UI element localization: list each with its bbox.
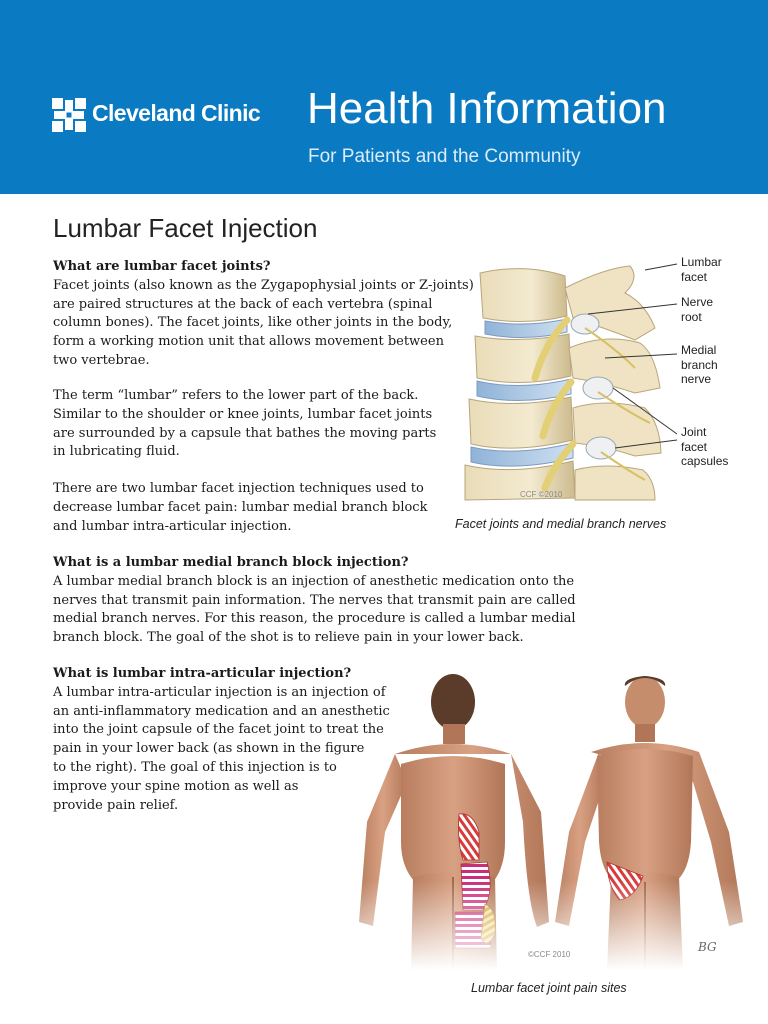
body-line: improve your spine motion as well as: [53, 778, 299, 794]
spine-illustration: [464, 263, 678, 501]
body-line: two vertebrae.: [53, 352, 150, 368]
cleveland-clinic-logo[interactable]: Cleveland Clinic: [52, 98, 292, 134]
section-medial-branch-block: What is a lumbar medial branch block inj…: [53, 554, 576, 648]
label-medial-branch-nerve: Medial branch nerve: [681, 343, 718, 387]
body-line: are paired structures at the back of eac…: [53, 296, 433, 312]
body-line: Similar to the shoulder or knee joints, …: [53, 406, 433, 422]
label-line: facet: [681, 439, 708, 454]
body-line: A lumbar medial branch block is an injec…: [53, 573, 575, 589]
label-joint-facet-capsules: Joint facet capsules: [681, 425, 728, 469]
body-line: and lumbar intra-articular injection.: [53, 518, 292, 534]
header-banner: Cleveland Clinic Health Information For …: [0, 0, 768, 194]
body-line: to the right). The goal of this injectio…: [53, 759, 337, 775]
section-intra-articular: What is lumbar intra-articular injection…: [53, 665, 390, 815]
body-line: There are two lumbar facet injection tec…: [53, 481, 424, 496]
label-lumbar-facet: Lumbar facet: [681, 255, 722, 284]
section-lumbar-term: The term “lumbar” refers to the lower pa…: [53, 387, 436, 462]
body-line: in lubricating fluid.: [53, 444, 180, 460]
figure2-copyright: ©CCF 2010: [528, 950, 571, 959]
figure2-caption: Lumbar facet joint pain sites: [471, 981, 627, 995]
body-line: into the joint capsule of the facet join…: [53, 722, 384, 738]
artist-signature: BG: [698, 940, 717, 954]
page-title: Lumbar Facet Injection: [53, 213, 318, 243]
body-line: column bones). The facet joints, like ot…: [53, 315, 453, 331]
section-heading: What is a lumbar medial branch block inj…: [53, 555, 409, 570]
label-line: nerve: [681, 372, 712, 386]
section-heading: What is lumbar intra-articular injection…: [53, 666, 352, 681]
body-line: The term “lumbar” refers to the lower pa…: [53, 388, 419, 403]
label-line: Joint: [681, 425, 707, 439]
body-line: provide pain relief.: [53, 797, 179, 813]
label-line: Medial: [681, 343, 717, 357]
figure1-caption: Facet joints and medial branch nerves: [455, 517, 667, 531]
body-line: are surrounded by a capsule that bathes …: [53, 425, 437, 441]
body-line: decrease lumbar facet pain: lumbar media…: [53, 499, 428, 515]
body-line: pain in your lower back (as shown in the…: [53, 741, 365, 757]
section-facet-joints: What are lumbar facet joints? Facet join…: [53, 258, 474, 371]
body-line: nerves that transmit pain information. T…: [53, 592, 576, 608]
label-line: root: [681, 309, 702, 324]
section-heading: What are lumbar facet joints?: [53, 259, 271, 274]
body-pain-sites-illustration: [355, 672, 745, 970]
body-line: an anti-inflammatory medication and an a…: [53, 703, 390, 719]
body-line: medial branch nerves. For this reason, t…: [53, 611, 576, 627]
header-title: Health Information: [307, 84, 667, 133]
label-line: branch: [681, 357, 718, 372]
body-line: branch block. The goal of the shot is to…: [53, 630, 524, 646]
brand-name: Cleveland Clinic: [92, 100, 261, 126]
cleveland-clinic-logo-icon: [52, 98, 86, 132]
label-nerve-root: Nerve root: [681, 295, 713, 324]
figure1-copyright: CCF ©2010: [520, 490, 563, 499]
body-line: form a working motion unit that allows m…: [53, 334, 444, 350]
header-subtitle: For Patients and the Community: [308, 146, 581, 167]
body-line: A lumbar intra-articular injection is an…: [53, 684, 386, 700]
label-line: facet: [681, 269, 708, 284]
label-line: Nerve: [681, 295, 714, 309]
section-techniques: There are two lumbar facet injection tec…: [53, 480, 427, 536]
body-line: Facet joints (also known as the Zygapoph…: [53, 277, 474, 293]
label-line: capsules: [681, 454, 729, 468]
label-line: Lumbar: [681, 255, 722, 269]
